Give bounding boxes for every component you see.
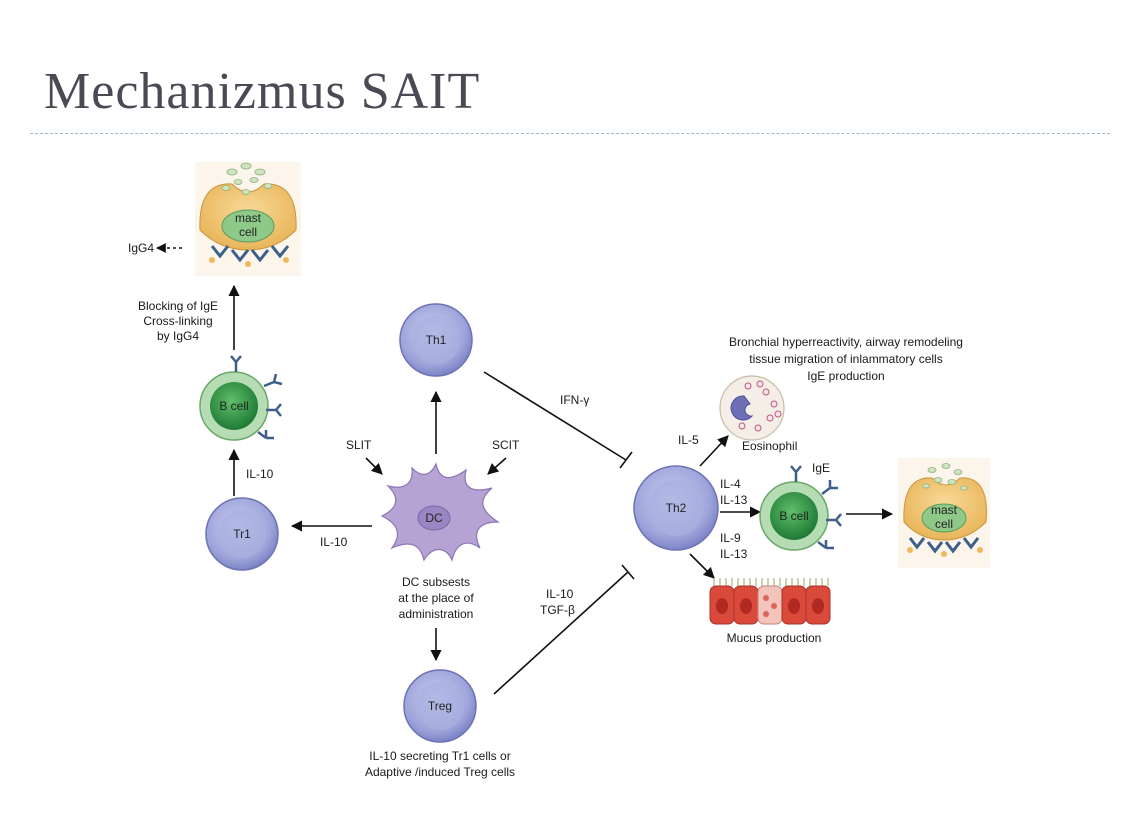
ige-label: IgE — [812, 461, 830, 475]
b-cell-left-label: B cell — [219, 399, 248, 413]
slide-title: Mechanizmus SAIT — [44, 63, 481, 120]
slit-arrow — [365, 457, 383, 475]
il13-label-2: IL-13 — [720, 547, 748, 561]
dendritic-cell: DC — [380, 462, 500, 562]
treg-caption-line-1: IL-10 secreting Tr1 cells or — [369, 749, 510, 763]
tr1-label: Tr1 — [233, 527, 251, 541]
dc-subsets-line-1: DC subsests — [402, 575, 470, 589]
b-cell-right: B cell — [759, 465, 842, 551]
bronchial-line-2: tissue migration of inlammatory cells — [749, 352, 942, 366]
granules-icon — [221, 162, 273, 195]
bronchial-line-1: Bronchial hyperreactivity, airway remode… — [729, 335, 963, 349]
dc-subsets-line-3: administration — [399, 607, 474, 621]
il4-label: IL-4 — [720, 477, 741, 491]
treg-caption-line-2: Adaptive /induced Treg cells — [365, 765, 515, 779]
il9-label: IL-9 — [720, 531, 741, 545]
eosinophil-label: Eosinophil — [742, 439, 797, 453]
th1-cell: Th1 — [399, 303, 473, 377]
th2-label: Th2 — [666, 501, 687, 515]
il10-label-dc-tr1: IL-10 — [320, 535, 348, 549]
dc-subsets-line-2: at the place of — [398, 591, 474, 605]
il10-tgf-line-2: TGF-β — [540, 603, 575, 617]
antibody-icons — [230, 355, 283, 440]
bronchial-line-3: IgE production — [807, 369, 884, 383]
dc-label: DC — [425, 511, 443, 525]
antibody-icons-right — [790, 465, 842, 550]
mucus-epithelium — [709, 578, 831, 625]
il10-tgf-line-1: IL-10 — [546, 587, 574, 601]
mast-cell-right-label-1: mast — [931, 503, 958, 517]
il10-label-tr1-bcell: IL-10 — [246, 467, 274, 481]
mast-cell-left: mast cell — [195, 162, 301, 276]
title-divider — [30, 133, 1110, 134]
scit-arrow — [487, 457, 507, 475]
blocking-line-1: Blocking of IgE — [138, 299, 218, 313]
treg-cell: Treg — [403, 669, 477, 743]
igg4-label: IgG4 — [128, 241, 154, 255]
il13-label-1: IL-13 — [720, 493, 748, 507]
treg-label: Treg — [428, 699, 452, 713]
mast-cell-right: mast cell — [898, 458, 990, 568]
ifn-gamma-label: IFN-γ — [560, 393, 589, 407]
scit-label: SCIT — [492, 438, 520, 452]
inhibition-treg-th2 — [493, 564, 635, 695]
mucus-label: Mucus production — [727, 631, 822, 645]
eosinophil-cell — [719, 375, 785, 441]
arrow-th2-to-eosinophil — [699, 435, 729, 467]
il5-label: IL-5 — [678, 433, 699, 447]
mast-cell-right-label-2: cell — [935, 517, 953, 531]
slit-label: SLIT — [346, 438, 372, 452]
b-cell-left: B cell — [199, 355, 283, 441]
blocking-line-3: by IgG4 — [157, 329, 199, 343]
mast-cell-left-label-2: cell — [239, 225, 257, 239]
b-cell-right-label: B cell — [779, 509, 808, 523]
th2-cell: Th2 — [633, 465, 719, 551]
ige-receptor-icons — [210, 245, 290, 263]
th1-label: Th1 — [426, 333, 447, 347]
tr1-cell: Tr1 — [205, 497, 279, 571]
granules-icon-right — [922, 463, 968, 491]
arrow-th2-to-mucus — [689, 553, 715, 579]
blocking-line-2: Cross-linking — [143, 314, 212, 328]
inhibition-th1-th2 — [483, 371, 633, 469]
mast-cell-left-label-1: mast — [235, 211, 262, 225]
